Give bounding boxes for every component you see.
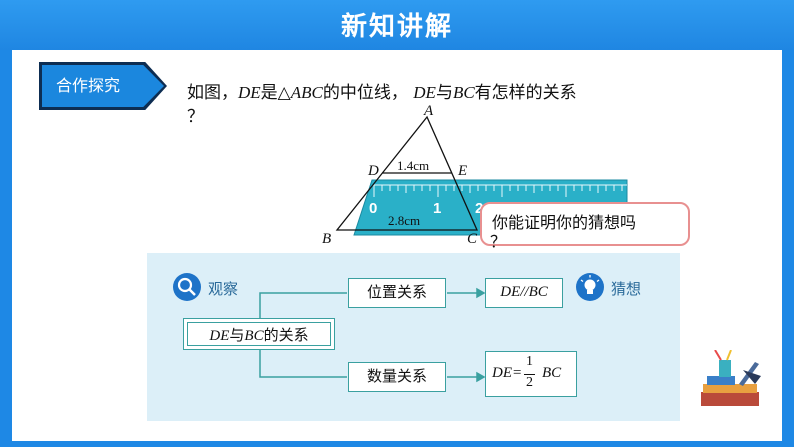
- position-relation-node: 位置关系: [348, 278, 446, 308]
- vertex-b: B: [322, 231, 331, 247]
- lightbulb-icon: [576, 273, 604, 301]
- length-bc: 2.8cm: [388, 213, 420, 228]
- bubble-text: 你能证明你的猜想吗: [492, 213, 637, 232]
- section-badge: 合作探究: [42, 65, 164, 107]
- vertex-d: D: [367, 163, 379, 179]
- vertex-e: E: [457, 163, 467, 179]
- observe-label: 观察: [208, 280, 239, 298]
- header-banner: [0, 0, 794, 50]
- content-card: 合作探究 如图，DE是△ABC的中位线， DE与BC有怎样的关系 ？: [12, 50, 782, 441]
- ruler-tick-1: 1: [433, 200, 441, 217]
- stationery-icon: [701, 350, 761, 406]
- root-node-text: DE与BC的关系: [209, 326, 309, 344]
- vertex-c: C: [467, 231, 478, 247]
- fraction-bar: [524, 374, 535, 375]
- root-node: DE与BC的关系: [183, 318, 335, 350]
- parallel-result-node: DE//BC: [485, 278, 563, 308]
- vertex-a: A: [423, 105, 434, 119]
- magnifier-icon: [173, 273, 201, 301]
- ruler-tick-2: 2: [475, 200, 483, 217]
- equation-result-node: DE= 1 2 BC: [485, 351, 577, 397]
- length-de: 1.4cm: [397, 158, 429, 173]
- guess-label: 猜想: [611, 280, 642, 298]
- bubble-question-mark: ？: [490, 232, 507, 251]
- ruler-tick-0: 0: [369, 200, 377, 217]
- speech-bubble: 你能证明你的猜想吗: [480, 202, 690, 246]
- page-title: 新知讲解: [340, 12, 453, 42]
- question-mark: ？: [187, 107, 204, 127]
- concept-map-connectors: [259, 287, 486, 383]
- quantity-relation-node: 数量关系: [348, 362, 446, 392]
- question-text: 如图，DE是△ABC的中位线， DE与BC有怎样的关系: [187, 83, 577, 103]
